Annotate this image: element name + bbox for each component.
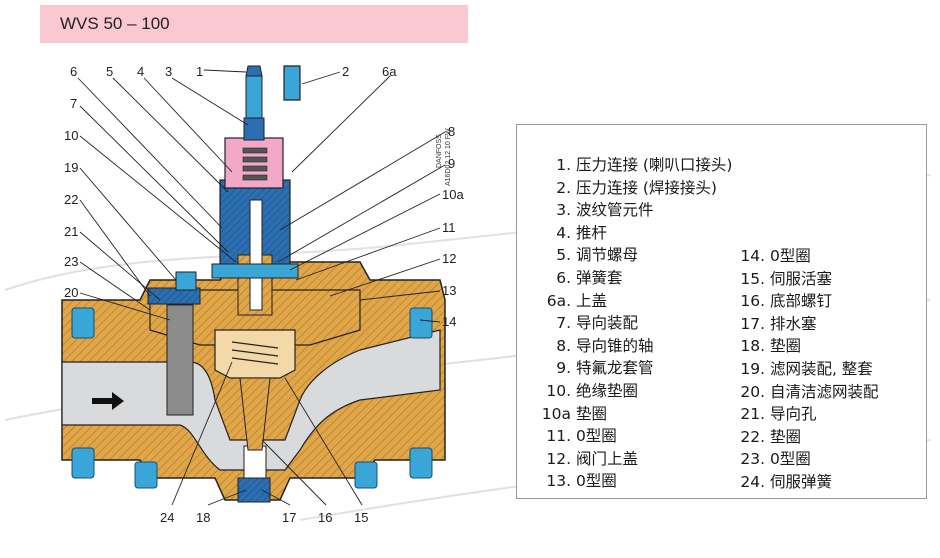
legend-item: 5. 调节螺母 xyxy=(556,246,638,265)
legend-item: 14. 0型圈 xyxy=(740,247,811,265)
solder-connection xyxy=(283,65,301,101)
legend-column-left: 1. 压力连接 (喇叭口接头) 2. 压力连接 (焊接接头) 3. 波纹管元件 … xyxy=(517,153,743,492)
callout-13: 13 xyxy=(442,283,456,298)
callout-20: 20 xyxy=(64,285,78,300)
legend-item: 9. 特氟龙套管 xyxy=(556,359,654,378)
legend-item: 15. 伺服活塞 xyxy=(740,269,832,288)
callout-8: 8 xyxy=(448,124,455,139)
page-title: WVS 50 – 100 xyxy=(60,14,170,33)
callout-12: 12 xyxy=(442,251,456,266)
callout-2: 2 xyxy=(342,64,349,79)
legend-item: 13. 0型圈 xyxy=(546,472,617,491)
legend-item: 20. 自清洁滤网装配 xyxy=(740,382,879,401)
callout-10: 10 xyxy=(64,128,78,143)
callout-22: 22 xyxy=(64,192,78,207)
callout-9: 9 xyxy=(448,156,455,171)
legend-item: 7. 导向装配 xyxy=(556,314,638,333)
callout-6a: 6a xyxy=(382,64,397,79)
callout-4: 4 xyxy=(137,64,144,79)
legend-item: 22. 垫圈 xyxy=(740,427,801,446)
callout-18: 18 xyxy=(196,510,210,525)
legend-item: 6. 弹簧套 xyxy=(556,268,623,287)
flow-arrow-icon xyxy=(92,392,124,410)
callout-10a: 10a xyxy=(442,187,464,202)
legend-item: 10a 垫圈 xyxy=(541,404,607,423)
callout-5: 5 xyxy=(106,64,113,79)
callout-7: 7 xyxy=(70,96,77,111)
legend-item: 1. 压力连接 (喇叭口接头) xyxy=(556,156,733,174)
drain-plug xyxy=(237,477,271,503)
legend-item: 16. 底部螺钉 xyxy=(740,292,832,311)
legend-item: 6a. 上盖 xyxy=(546,291,607,310)
flange-bolts xyxy=(71,307,433,489)
legend-item: 4. 推杆 xyxy=(556,223,607,242)
title-bar: WVS 50 – 100 xyxy=(40,5,468,43)
parts-legend: 1. 压力连接 (喇叭口接头) 2. 压力连接 (焊接接头) 3. 波纹管元件 … xyxy=(516,124,927,499)
legend-item: 11. 0型圈 xyxy=(546,427,617,446)
pilot-bonnet xyxy=(211,179,299,316)
callout-21: 21 xyxy=(64,224,78,239)
callout-17: 17 xyxy=(282,510,296,525)
callout-16: 16 xyxy=(318,510,332,525)
legend-item: 8. 导向锥的轴 xyxy=(556,336,654,355)
callout-24: 24 xyxy=(160,510,174,525)
leader-lines xyxy=(77,69,446,506)
legend-item: 3. 波纹管元件 xyxy=(556,201,654,220)
callout-19: 19 xyxy=(64,160,78,175)
legend-item: 12. 阀门上盖 xyxy=(546,449,638,468)
upper-cover xyxy=(147,271,361,416)
legend-item: 23. 0型圈 xyxy=(740,450,811,469)
callout-15: 15 xyxy=(354,510,368,525)
callout-11: 11 xyxy=(442,220,456,235)
callout-numbers: 6 5 4 3 1 2 6a 7 10 19 22 21 23 20 8 9 1… xyxy=(64,64,464,525)
legend-item: 24. 伺服弹簧 xyxy=(740,472,832,491)
legend-column-right: 14. 0型圈 15. 伺服活塞 16. 底部螺钉 17. 排水塞 18. 垫圈… xyxy=(735,244,878,493)
legend-item: 19. 滤网装配, 整套 xyxy=(740,359,873,378)
legend-item: 2. 压力连接 (焊接接头) xyxy=(556,178,717,197)
servo-piston xyxy=(214,329,296,451)
callout-23: 23 xyxy=(64,254,78,269)
legend-item: 18. 垫圈 xyxy=(740,337,801,356)
callout-14: 14 xyxy=(442,314,456,329)
bellows-element xyxy=(224,65,284,189)
strainer xyxy=(166,304,194,416)
callout-1: 1 xyxy=(196,64,203,79)
callout-6: 6 xyxy=(70,64,77,79)
callout-3: 3 xyxy=(165,64,172,79)
legend-item: 10. 绝缘垫圈 xyxy=(546,381,638,400)
legend-item: 17. 排水塞 xyxy=(740,314,817,333)
legend-item: 21. 导向孔 xyxy=(740,405,817,424)
